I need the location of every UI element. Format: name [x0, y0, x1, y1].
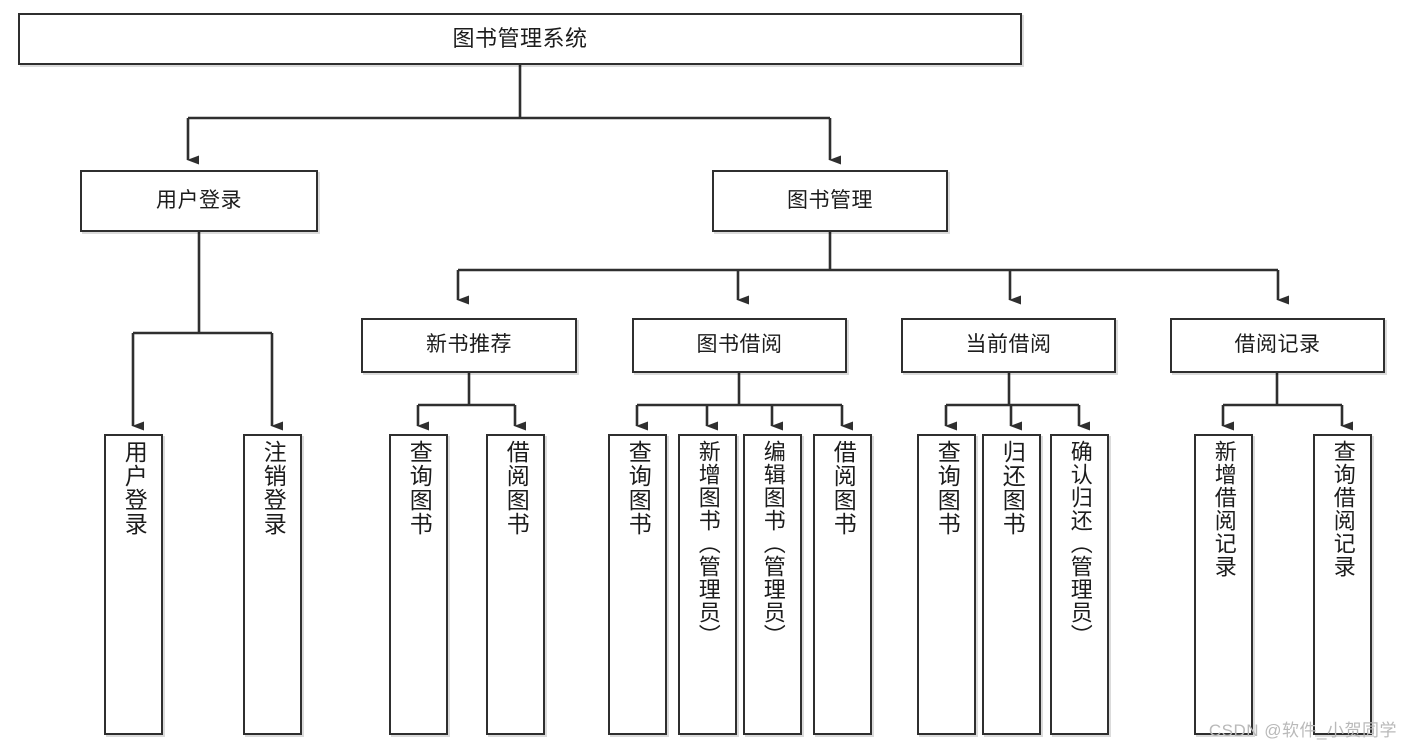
node-book-management-system[interactable]: 图书管理系统: [18, 13, 1022, 65]
node-book-management[interactable]: 图书管理: [712, 170, 948, 232]
node-label: 新增图书（管理员）: [695, 440, 721, 647]
node-label: 借阅记录: [1234, 333, 1321, 357]
leaf-borrow-books-recommend[interactable]: 借阅图书: [486, 434, 545, 735]
node-label: 当前借阅: [965, 333, 1052, 357]
node-label: 查询图书: [406, 440, 433, 536]
node-label: 确认归还（管理员）: [1067, 440, 1093, 647]
leaf-borrow-books[interactable]: 借阅图书: [813, 434, 872, 735]
node-new-book-recommendation[interactable]: 新书推荐: [361, 318, 577, 373]
leaf-query-borrow-record[interactable]: 查询借阅记录: [1313, 434, 1372, 735]
node-label: 图书管理系统: [452, 26, 588, 52]
leaf-confirm-return-admin[interactable]: 确认归还（管理员）: [1050, 434, 1109, 735]
node-current-borrowing[interactable]: 当前借阅: [901, 318, 1116, 373]
node-label: 借阅图书: [830, 440, 857, 536]
leaf-logout[interactable]: 注销登录: [243, 434, 302, 735]
node-label: 图书管理: [787, 188, 873, 212]
leaf-add-book-admin[interactable]: 新增图书（管理员）: [678, 434, 737, 735]
node-label: 查询图书: [934, 440, 961, 536]
node-user-login[interactable]: 用户登录: [80, 170, 318, 232]
leaf-edit-book-admin[interactable]: 编辑图书（管理员）: [743, 434, 802, 735]
node-label: 注销登录: [260, 440, 287, 536]
node-label: 图书借阅: [696, 333, 783, 357]
leaf-query-books-borrow[interactable]: 查询图书: [608, 434, 667, 735]
csdn-watermark: CSDN @软件_小贺同学: [1208, 721, 1397, 740]
node-label: 新书推荐: [426, 333, 512, 357]
leaf-query-books-current[interactable]: 查询图书: [917, 434, 976, 735]
node-label: 查询借阅记录: [1330, 440, 1356, 578]
node-label: 归还图书: [999, 440, 1026, 536]
leaf-return-books[interactable]: 归还图书: [982, 434, 1041, 735]
node-label: 查询图书: [625, 440, 652, 536]
leaf-add-borrow-record[interactable]: 新增借阅记录: [1194, 434, 1253, 735]
node-borrowing-record[interactable]: 借阅记录: [1170, 318, 1385, 373]
node-book-borrowing[interactable]: 图书借阅: [632, 318, 847, 373]
node-label: 新增借阅记录: [1211, 440, 1237, 578]
leaf-query-books-recommend[interactable]: 查询图书: [389, 434, 448, 735]
node-label: 用户登录: [156, 188, 242, 212]
leaf-user-login[interactable]: 用户登录: [104, 434, 163, 735]
node-label: 借阅图书: [503, 440, 530, 536]
node-label: 编辑图书（管理员）: [760, 440, 786, 647]
node-label: 用户登录: [121, 440, 148, 536]
